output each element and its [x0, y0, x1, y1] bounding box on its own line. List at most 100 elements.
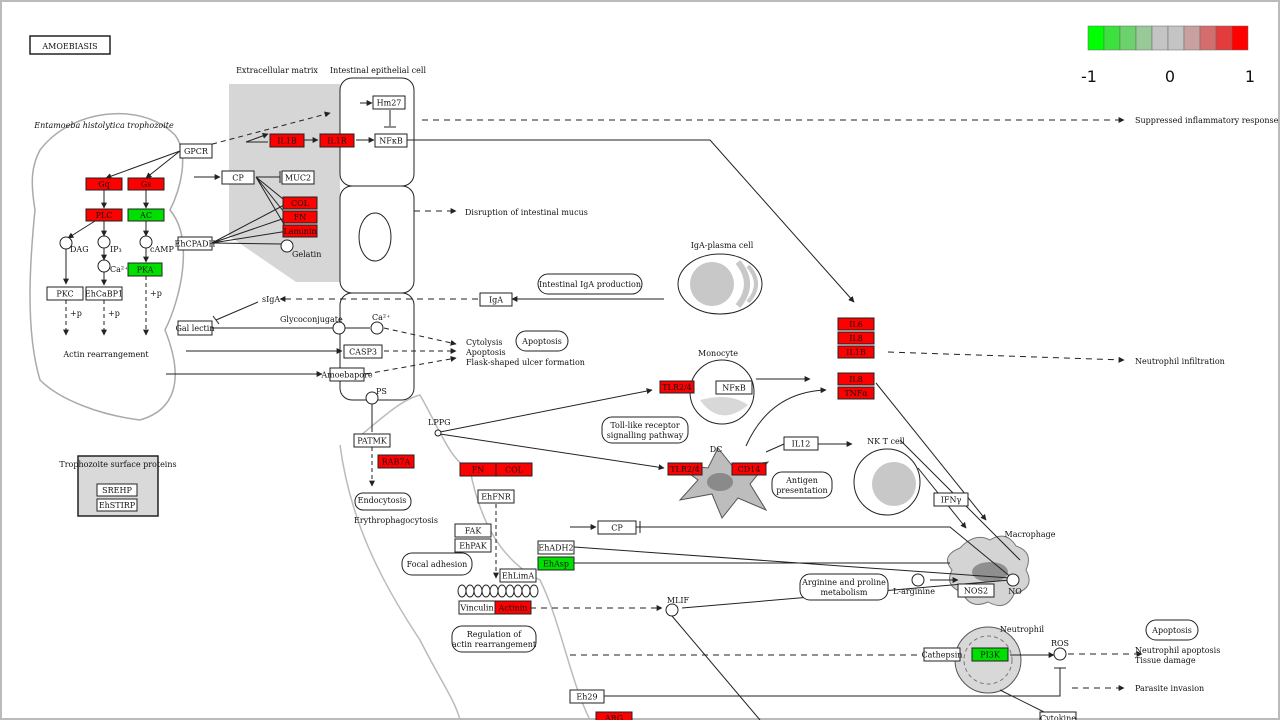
gene-il1r[interactable]: IL1R [319, 133, 355, 148]
gene-box[interactable] [329, 367, 365, 382]
gene-box[interactable] [454, 523, 492, 538]
pathway-box[interactable] [537, 273, 643, 295]
gene-box[interactable] [85, 177, 123, 191]
gene-box[interactable] [372, 95, 406, 110]
gene-gpcr[interactable]: GPCR [179, 143, 213, 159]
gene-box[interactable] [454, 538, 492, 553]
gene-cd14[interactable]: CD14 [731, 462, 767, 476]
gene-patmk[interactable]: PATMK [353, 433, 391, 448]
gene-pi3k[interactable]: PI3K [971, 647, 1009, 662]
gene-ehlima[interactable]: EhLimA [499, 568, 537, 583]
gene-fak[interactable]: FAK [454, 523, 492, 538]
gene-box[interactable] [659, 380, 695, 394]
gene-tlr24[interactable]: TLR2/4 [659, 380, 695, 394]
gene-box[interactable] [783, 436, 819, 451]
gene-ehadh2[interactable]: EhADH2 [537, 540, 575, 555]
gene-box[interactable] [923, 647, 961, 662]
gene-box[interactable] [374, 133, 408, 148]
gene-iga[interactable]: IgA [479, 292, 513, 307]
gene-gq[interactable]: Gq [85, 177, 123, 191]
gene-box[interactable] [46, 286, 84, 301]
gene-pka[interactable]: PKA [127, 262, 163, 277]
gene-tnfa[interactable]: TNFα [837, 386, 875, 400]
gene-box[interactable] [177, 236, 213, 251]
gene-box[interactable] [731, 462, 767, 476]
gene-pkc[interactable]: PKC [46, 286, 84, 301]
gene-box[interactable] [537, 556, 575, 571]
gene-box[interactable] [221, 170, 255, 185]
gene-actinin[interactable]: Actinin [494, 600, 532, 615]
gene-gs[interactable]: Gs [127, 177, 165, 191]
gene-rab7a[interactable]: RAB7A [377, 454, 415, 469]
gene-box[interactable] [269, 133, 305, 148]
gene-serhp[interactable]: SREHP [96, 483, 138, 497]
pathway-box[interactable] [1145, 619, 1199, 641]
gene-amoebapore[interactable]: Amoebapore [320, 367, 373, 382]
gene-fn[interactable]: FN [282, 210, 318, 224]
gene-box[interactable] [282, 224, 318, 238]
gene-box[interactable] [282, 210, 318, 224]
gene-box[interactable] [127, 262, 163, 277]
gene-box[interactable] [177, 320, 213, 336]
gene-ehcpadh[interactable]: EhCPADH [175, 236, 216, 251]
gene-box[interactable] [479, 292, 513, 307]
pathway-iga-prod[interactable]: Intestinal IgA production [537, 273, 643, 295]
gene-box[interactable] [127, 208, 165, 222]
gene-plc[interactable]: PLC [85, 208, 123, 222]
gene-ehpak[interactable]: EhPAK [454, 538, 492, 553]
gene-tlr2b[interactable]: TLR2/4 [667, 462, 703, 476]
gene-box[interactable] [377, 454, 415, 469]
gene-box[interactable] [597, 520, 637, 535]
gene-nos2[interactable]: NOS2 [957, 583, 995, 598]
gene-col2[interactable]: COL [495, 462, 533, 477]
gene-col[interactable]: COL [282, 196, 318, 210]
gene-box[interactable] [282, 196, 318, 210]
gene-cxcl8[interactable]: IL8 [837, 331, 875, 345]
gene-il1b-1[interactable]: IL1B [269, 133, 305, 148]
gene-box[interactable] [499, 568, 537, 583]
pathway-focal[interactable]: Focal adhesion [401, 552, 473, 576]
gene-ifng[interactable]: IFNγ [933, 492, 969, 507]
gene-ehstirp[interactable]: EhSTIRP [96, 498, 138, 512]
gene-cytokine[interactable]: Cytokine [1039, 711, 1077, 724]
pathway-box[interactable] [799, 573, 889, 601]
gene-ehcabp1[interactable]: EhCaBP1 [85, 286, 123, 301]
gene-box[interactable] [837, 345, 875, 359]
gene-box[interactable] [971, 647, 1009, 662]
gene-il6[interactable]: IL6 [837, 317, 875, 331]
gene-ehasp[interactable]: EhAsp [537, 556, 575, 571]
gene-box[interactable] [933, 492, 969, 507]
gene-box[interactable] [96, 483, 138, 497]
gene-nfkb1[interactable]: NFκB [374, 133, 408, 148]
gene-box[interactable] [667, 462, 703, 476]
gene-arg[interactable]: ARG [595, 711, 633, 724]
gene-cp2[interactable]: CP [597, 520, 637, 535]
gene-cathepsin[interactable]: Cathepsin [922, 647, 963, 662]
gene-box[interactable] [179, 143, 213, 159]
gene-galnac-lectin[interactable]: Gal lectin [176, 320, 215, 336]
gene-ehfnr[interactable]: EhFNR [477, 489, 515, 504]
gene-vinculin[interactable]: Vinculin [458, 600, 496, 615]
gene-nfkb2[interactable]: NFκB [715, 380, 753, 395]
gene-casp3[interactable]: CASP3 [343, 344, 383, 359]
pathway-box[interactable] [515, 330, 569, 352]
gene-box[interactable] [715, 380, 753, 395]
gene-box[interactable] [494, 600, 532, 615]
gene-il8b[interactable]: IL8 [837, 372, 875, 386]
gene-box[interactable] [495, 462, 533, 477]
gene-ac[interactable]: AC [127, 208, 165, 222]
gene-fn2[interactable]: FN [459, 462, 497, 477]
gene-hm27[interactable]: Hm27 [372, 95, 406, 110]
gene-box[interactable] [96, 498, 138, 512]
gene-box[interactable] [957, 583, 995, 598]
gene-box[interactable] [343, 344, 383, 359]
pathway-box[interactable] [401, 552, 473, 576]
gene-box[interactable] [353, 433, 391, 448]
gene-box[interactable] [477, 489, 515, 504]
gene-box[interactable] [85, 208, 123, 222]
pathway-box[interactable] [601, 416, 689, 444]
gene-box[interactable] [837, 331, 875, 345]
